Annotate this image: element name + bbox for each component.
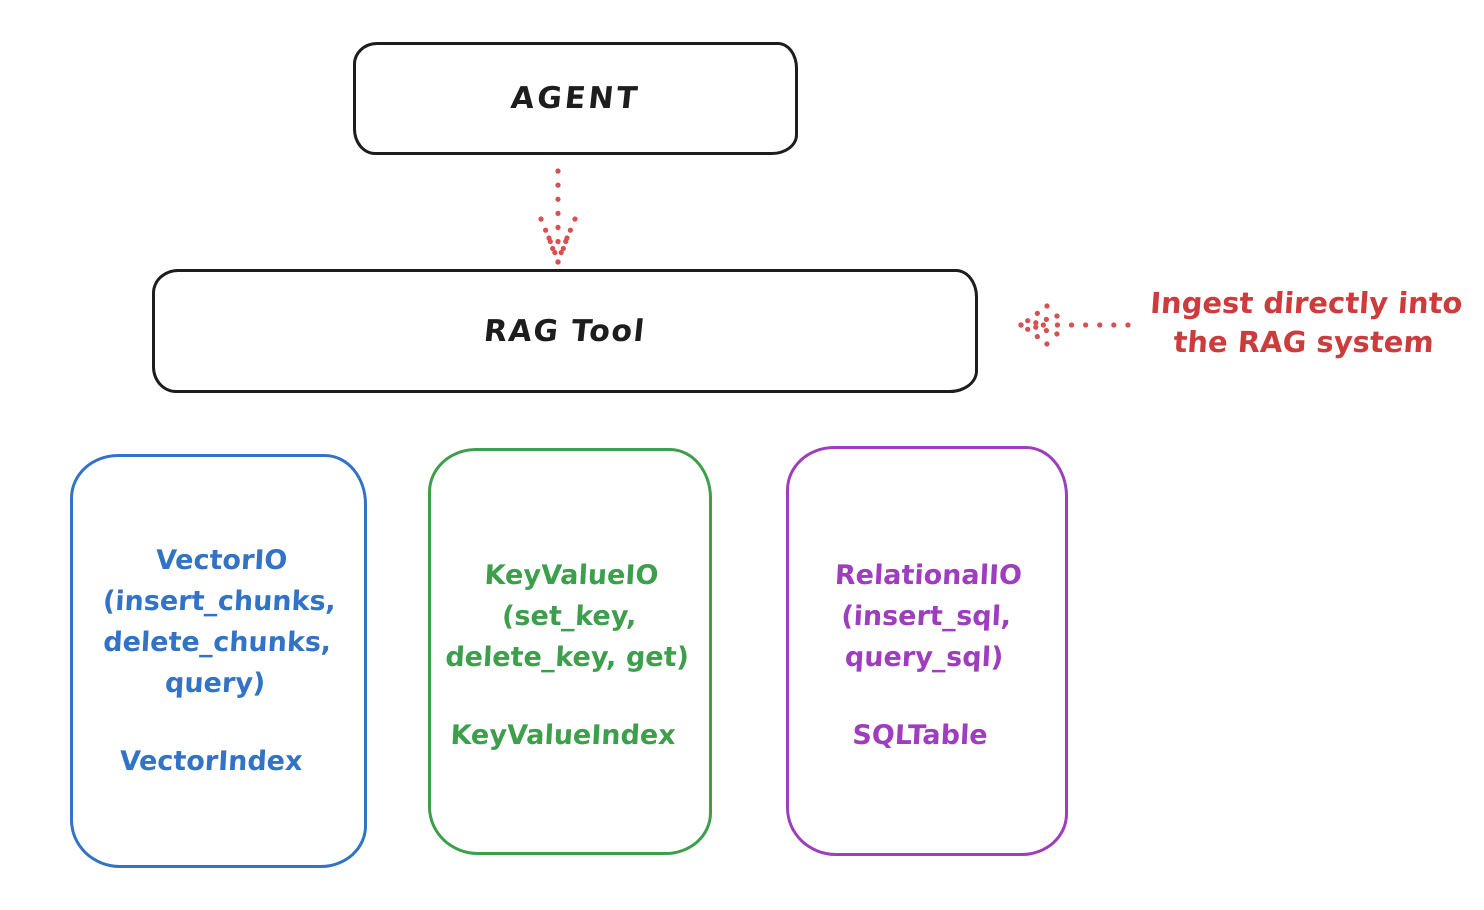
keyvalue-index-label: KeyValueIndex — [449, 720, 677, 751]
keyvalue-io-method-line: (set_key, — [501, 601, 638, 632]
relational-io-method-line: query_sql) — [844, 642, 1005, 673]
keyvalue-io-method-line: delete_key, get) — [444, 642, 690, 673]
agent-to-ragtool-arrow-icon — [538, 168, 578, 265]
vector-io-box: VectorIO (insert_chunks, delete_chunks, … — [70, 454, 367, 868]
spacer — [67, 704, 360, 741]
ingest-annotation-line2: the RAG system — [1172, 325, 1435, 359]
relational-io-text: RelationalIO (insert_sql, query_sql) SQL… — [781, 449, 1073, 756]
rag-tool-box: RAG Tool — [152, 269, 978, 393]
sql-table-label: SQLTable — [851, 720, 989, 751]
agent-box: AGENT — [353, 42, 798, 155]
vector-io-title: VectorIO — [155, 545, 289, 576]
relational-io-method-line: (insert_sql, — [840, 601, 1013, 632]
keyvalue-io-title: KeyValueIO — [483, 560, 660, 591]
vector-io-method-line: query) — [164, 668, 267, 699]
spacer — [425, 678, 705, 715]
vector-io-method-line: (insert_chunks, — [102, 586, 337, 617]
keyvalue-io-text: KeyValueIO (set_key, delete_key, get) Ke… — [423, 451, 717, 756]
agent-label: AGENT — [509, 81, 642, 116]
vector-io-method-line: delete_chunks, — [102, 627, 333, 658]
ingest-annotation-line1: Ingest directly into — [1149, 286, 1464, 320]
vector-io-text: VectorIO (insert_chunks, delete_chunks, … — [64, 457, 372, 782]
relational-io-title: RelationalIO — [834, 560, 1023, 591]
rag-tool-label: RAG Tool — [482, 313, 648, 349]
ingest-annotation-arrow-icon — [1018, 303, 1131, 347]
vector-index-label: VectorIndex — [118, 746, 304, 777]
relational-io-box: RelationalIO (insert_sql, query_sql) SQL… — [786, 446, 1068, 856]
spacer — [783, 678, 1061, 715]
ingest-annotation: Ingest directly into the RAG system — [1135, 284, 1474, 362]
keyvalue-io-box: KeyValueIO (set_key, delete_key, get) Ke… — [428, 448, 712, 855]
